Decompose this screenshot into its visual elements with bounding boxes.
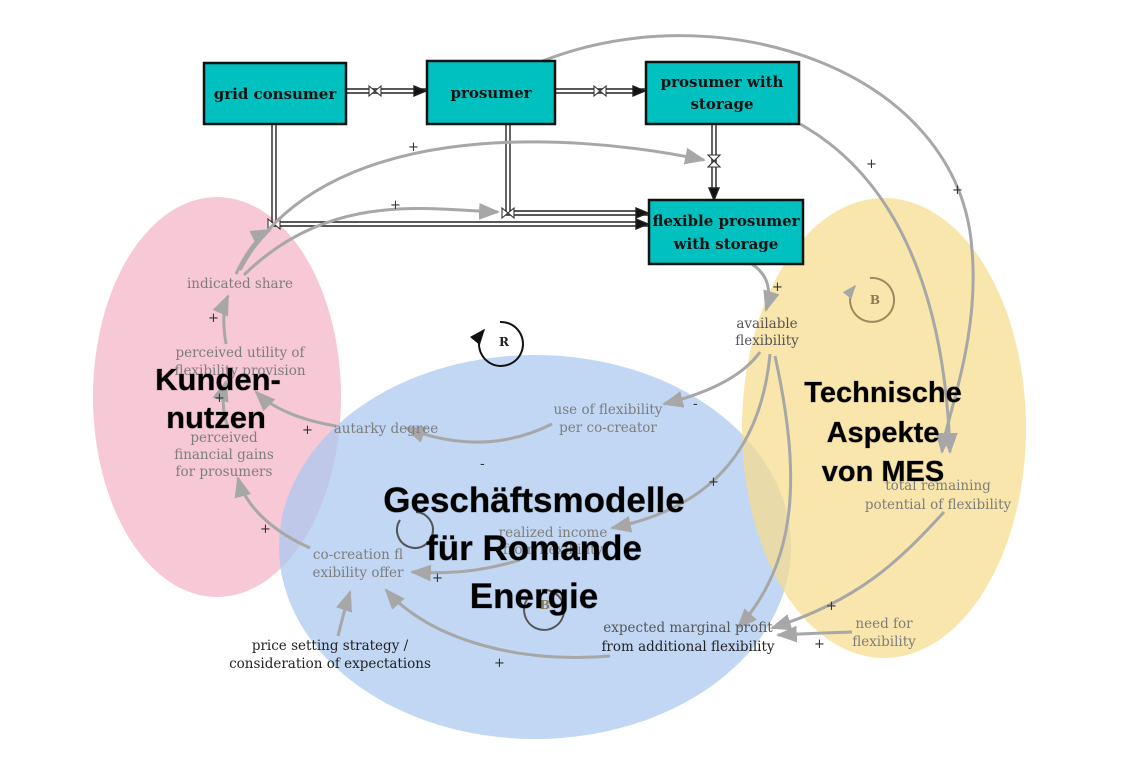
var-line: total remaining — [885, 478, 991, 494]
polarity-plus: + — [866, 157, 877, 172]
var-line: flexibility — [852, 634, 916, 650]
var-indicated-share: indicated share — [187, 276, 293, 292]
loop-label: B — [540, 598, 550, 612]
region-label-kundennutzen: Kunden- nutzen — [155, 362, 282, 436]
polarity-minus: - — [480, 457, 485, 472]
var-realized-income: realized income from flexibility — [499, 525, 608, 558]
polarity-plus: + — [772, 280, 783, 295]
var-line: per co-creator — [559, 420, 657, 436]
stock-label: prosumer — [450, 84, 532, 102]
polarity-plus: + — [826, 599, 837, 614]
loop-label: B — [870, 293, 880, 307]
var-line: from flexibility — [503, 542, 604, 558]
var-price-setting-strategy: price setting strategy / consideration o… — [229, 638, 431, 672]
polarity-plus: + — [952, 183, 963, 198]
region-label-line: für Romande — [426, 529, 642, 568]
stock-label-line-2: with storage — [673, 235, 779, 253]
region-label-line: Kunden- — [155, 362, 281, 397]
var-line: price setting strategy / — [252, 638, 409, 654]
loop-b-bottom: B — [523, 588, 566, 631]
polarity-plus: + — [214, 391, 225, 406]
loop-b-middle-left — [395, 511, 434, 549]
loop-label: R — [499, 335, 510, 349]
var-total-remaining-potential: total remaining potential of flexibility — [865, 478, 1012, 513]
polarity-plus: + — [408, 140, 419, 155]
var-autarky-degree: autarky degree — [334, 421, 438, 437]
polarity-plus: + — [432, 571, 443, 586]
region-label-technische-aspekte: Technische Aspekte von MES — [804, 377, 962, 489]
var-line: consideration of expectations — [229, 656, 431, 672]
polarity-plus: + — [260, 522, 271, 537]
var-line: co-creation fl — [313, 547, 403, 563]
stock-label-line-2: storage — [690, 95, 753, 113]
loop-r: R — [469, 320, 524, 367]
region-label-line: Aspekte — [827, 417, 940, 449]
loop-b-top: B — [842, 276, 895, 323]
region-label-line: nutzen — [166, 400, 266, 435]
region-label-geschaeftsmodelle: Geschäftsmodelle für Romande Energie — [383, 481, 686, 617]
stock-prosumer: prosumer — [425, 59, 557, 126]
var-co-creation-flexibility-offer: co-creation fl exibility offer — [312, 547, 404, 581]
stock-flexible-prosumer-with-storage: flexible prosumer with storage — [647, 198, 805, 266]
technical-region — [742, 198, 1026, 658]
var-perceived-financial-gains: perceived financial gains for prosumers — [174, 430, 274, 480]
var-line: financial gains — [174, 447, 274, 463]
flow-pipes — [271, 84, 721, 231]
polarity-minus: - — [693, 397, 698, 412]
var-line: realized income — [499, 525, 608, 541]
stock-label-line-1: flexible prosumer — [652, 212, 800, 230]
stock-grid-consumer: grid consumer — [202, 61, 348, 126]
var-line: use of flexibility — [554, 402, 663, 418]
var-line: flexibility provision — [174, 363, 305, 379]
stock-label-line-1: prosumer with — [661, 73, 784, 91]
var-available-flexibility: available flexibility — [735, 316, 799, 349]
region-label-line: Energie — [470, 577, 598, 616]
var-expected-marginal-profit: expected marginal profit from additional… — [601, 620, 774, 655]
var-line: exibility offer — [312, 565, 404, 581]
var-line: need for — [855, 616, 913, 632]
var-line: potential of flexibility — [865, 497, 1012, 513]
polarity-plus: + — [390, 198, 401, 213]
var-perceived-utility: perceived utility of flexibility provisi… — [174, 345, 305, 379]
polarity-plus: + — [208, 311, 219, 326]
causal-links — [212, 34, 975, 660]
var-line: available — [736, 316, 797, 332]
region-label-line: Technische — [804, 377, 961, 409]
polarity-plus: + — [494, 656, 505, 671]
region-label-line: Geschäftsmodelle — [383, 481, 685, 520]
region-label-line: von MES — [822, 456, 944, 488]
var-line: from additional flexibility — [601, 639, 774, 655]
flow-valves — [267, 84, 722, 231]
var-line: expected marginal profit — [603, 620, 773, 636]
stock-label: grid consumer — [214, 85, 338, 103]
var-line: for prosumers — [176, 464, 273, 480]
var-use-of-flexibility: use of flexibility per co-creator — [554, 402, 663, 436]
stock-prosumer-with-storage: prosumer with storage — [644, 60, 801, 126]
var-line: perceived utility of — [175, 345, 305, 361]
polarity-plus: + — [302, 423, 313, 438]
var-need-for-flexibility: need for flexibility — [852, 616, 916, 650]
polarity-plus: + — [814, 637, 825, 652]
var-line: perceived — [190, 430, 258, 446]
business-model-region — [279, 355, 791, 739]
polarity-plus: + — [708, 475, 719, 490]
polarity-signs: + + + + + + + + + + + + + + - - — [208, 140, 963, 671]
var-line: flexibility — [735, 333, 799, 349]
